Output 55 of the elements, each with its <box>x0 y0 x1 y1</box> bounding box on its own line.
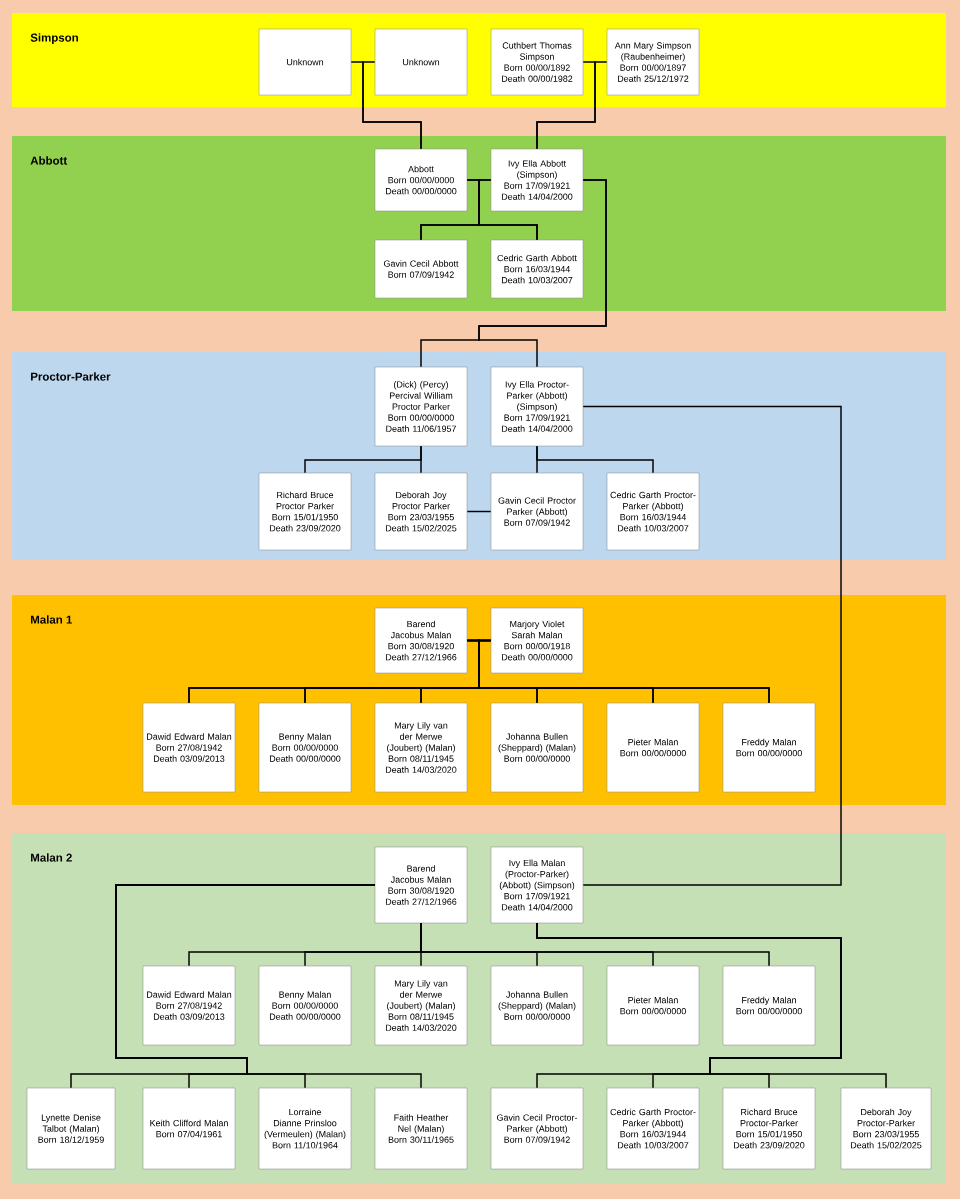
connector-line <box>582 405 842 886</box>
person-box: Ivy Ella Abbott (Simpson) Born 17/09/1921 Death 14/04/2000 <box>490 148 584 212</box>
person-box: Dawid Edward Malan Born 27/08/1942 Death 03/09/2013 <box>142 702 236 793</box>
person-box: Deborah Joy Proctor-Parker Born 23/03/1955 Death 15/02/2025 <box>840 1087 932 1170</box>
person-box: Freddy Malan Born 00/00/0000 <box>722 702 816 793</box>
connector-line <box>420 179 607 368</box>
person-box: Keith Clifford Malan Born 07/04/1961 <box>142 1087 236 1170</box>
person-box: Richard Bruce Proctor Parker Born 15/01/1950 Death 23/09/2020 <box>258 472 352 551</box>
connector-line <box>466 510 492 513</box>
band-title: Simpson <box>30 33 78 44</box>
person-box: Lynette Denise Talbot (Malan) Born 18/12/1959 <box>26 1087 116 1170</box>
person-box: Unknown <box>258 28 352 96</box>
person-box: Gavin Cecil Abbott Born 07/09/1942 <box>374 239 468 299</box>
person-box: (Dick) (Percy) Percival William Proctor Parker Born 00/00/0000 Death 11/06/1957 <box>374 366 468 447</box>
band-title: Malan 2 <box>31 853 72 862</box>
band-title: Abbott <box>30 156 68 165</box>
person-box: Barend Jacobus Malan Born 30/08/1920 Death 27/12/1966 <box>374 846 468 924</box>
connector-line <box>536 922 887 1089</box>
person-box: Barend Jacobus Malan Born 30/08/1920 Death 27/12/1966 <box>374 607 468 674</box>
person-box: Faith Heather Nel (Malan) Born 30/11/1965 <box>374 1087 468 1170</box>
person-box: Johanna Bullen (Sheppard) (Malan) Born 00/00/0000 <box>490 965 584 1046</box>
person-box: Ivy Ella Malan (Proctor-Parker) (Abbott) (Simpson) Born 17/09/1921 Death 14/04/2000 <box>490 846 584 924</box>
person-box: Pieter Malan Born 00/00/0000 <box>606 965 700 1046</box>
connector-line <box>188 639 770 704</box>
band-title: Proctor-Parker <box>31 372 111 381</box>
person-box: Deborah Joy Proctor Parker Born 23/03/1955 Death 15/02/2025 <box>374 472 468 551</box>
person-box: Johanna Bullen (Sheppard) (Malan) Born 00/00/0000 <box>490 702 584 793</box>
person-box: Marjory Violet Sarah Malan Born 00/00/1918 Death 00/00/0000 <box>490 607 584 674</box>
person-box: Gavin Cecil Proctor-Parker (Abbott) Born 07/09/1942 <box>490 1087 584 1170</box>
person-box: Benny Malan Born 00/00/0000 Death 00/00/0000 <box>258 702 352 793</box>
person-box: Gavin Cecil Proctor Parker (Abbott) Born 07/09/1942 <box>490 472 584 551</box>
connector-line <box>70 884 422 1089</box>
person-box: Benny Malan Born 00/00/0000 Death 00/00/0000 <box>258 965 352 1046</box>
person-box: Ann Mary Simpson (Raubenheimer) Born 00/00/1897 Death 25/12/1972 <box>606 28 700 96</box>
person-box: Lorraine Dianne Prinsloo (Vermeulen) (Malan) Born 11/10/1964 <box>258 1087 352 1170</box>
person-box: Mary Lily van der Merwe (Joubert) (Malan) Born 08/11/1945 Death 14/03/2020 <box>374 965 468 1046</box>
connector-line <box>188 922 770 967</box>
person-box: Mary Lily van der Merwe (Joubert) (Malan) Born 08/11/1945 Death 14/03/2020 <box>374 702 468 793</box>
person-box: Cedric Garth Proctor-Parker (Abbott) Born 16/03/1944 Death 10/03/2007 <box>606 472 700 551</box>
person-box: Pieter Malan Born 00/00/0000 <box>606 702 700 793</box>
person-box: Freddy Malan Born 00/00/0000 <box>722 965 816 1046</box>
connector-line <box>536 61 608 150</box>
band-title: Malan 1 <box>31 615 72 624</box>
person-box: Unknown <box>374 28 468 96</box>
person-box: Cuthbert Thomas Simpson Born 00/00/1892 Death 00/00/1982 <box>490 28 584 96</box>
person-box: Abbott Born 00/00/0000 Death 00/00/0000 <box>374 148 468 212</box>
person-box: Cedric Garth Proctor-Parker (Abbott) Born 16/03/1944 Death 10/03/2007 <box>606 1087 700 1170</box>
person-box: Richard Bruce Proctor-Parker Born 15/01/1950 Death 23/09/2020 <box>722 1087 816 1170</box>
connector-line <box>350 61 422 150</box>
person-box: Dawid Edward Malan Born 27/08/1942 Death 03/09/2013 <box>142 965 236 1046</box>
connector-line <box>536 445 654 474</box>
connector-line <box>420 179 538 241</box>
person-box: Cedric Garth Abbott Born 16/03/1944 Death 10/03/2007 <box>490 239 584 299</box>
person-box: Ivy Ella Proctor-Parker (Abbott) (Simpson) Born 17/09/1921 Death 14/04/2000 <box>490 366 584 447</box>
connector-line <box>304 445 422 474</box>
